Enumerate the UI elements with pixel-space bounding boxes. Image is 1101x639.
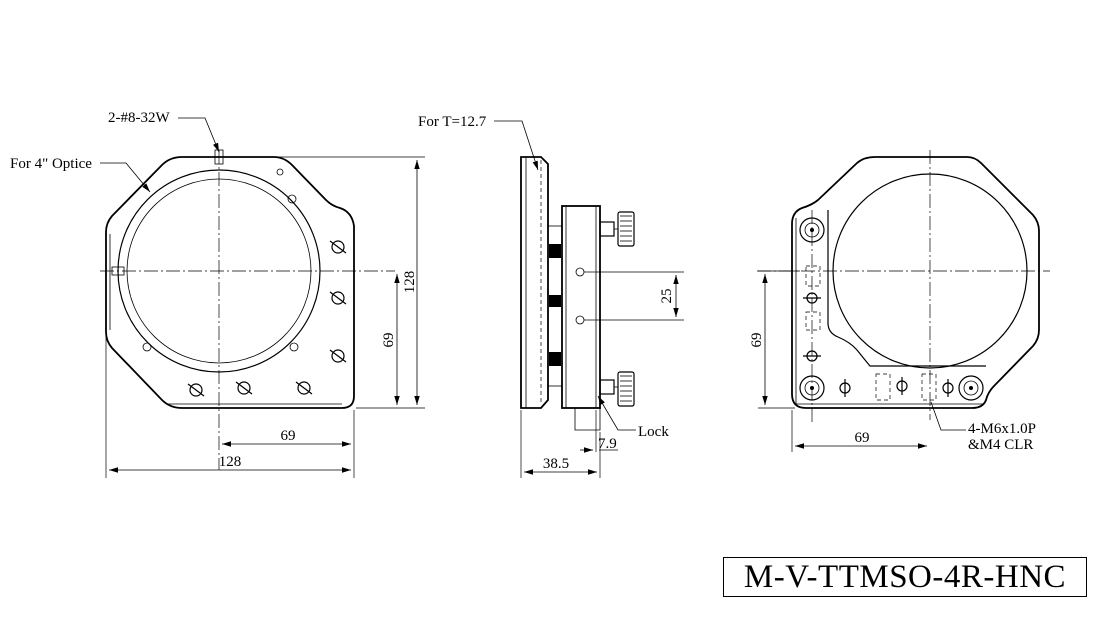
model-number: M-V-TTMSO-4R-HNC (743, 558, 1067, 595)
callout-mount-holes-line2: &M4 CLR (968, 437, 1033, 453)
side-dim-depth: 38.5 (543, 456, 569, 472)
model-number-box: M-V-TTMSO-4R-HNC (723, 557, 1087, 597)
front-adjuster-knobs-bottom (187, 381, 313, 397)
side-rear-plate (561, 205, 601, 409)
back-dim-center-height: 69 (749, 333, 765, 348)
callout-mount-holes-line1: 4-M6x1.0P (968, 421, 1036, 437)
front-view: 2-#8-32W For 4" Optice 128 69 69 128 (10, 110, 425, 478)
side-top-knob (617, 211, 635, 247)
front-dim-center-width: 69 (281, 428, 296, 444)
side-dim-adjuster-spacing: 25 (659, 289, 675, 304)
back-dim-center-width: 69 (855, 430, 870, 446)
front-dim-width: 128 (219, 454, 242, 470)
back-mount-outline (791, 156, 1040, 409)
front-dim-center-height: 69 (381, 333, 397, 348)
side-bottom-knob (617, 371, 635, 407)
callout-thickness: For T=12.7 (418, 114, 487, 130)
callout-tapped-hole: 2-#8-32W (108, 110, 170, 126)
side-dim-lock-offset: 7.9 (598, 436, 617, 452)
callout-optic: For 4" Optice (10, 156, 92, 172)
side-front-plate (520, 156, 549, 409)
front-dim-height: 128 (402, 271, 418, 294)
callout-lock: Lock (638, 424, 669, 440)
back-knobs (799, 217, 984, 401)
back-view: 69 69 4-M6x1.0P &M4 CLR (749, 150, 1050, 453)
front-adjuster-knobs-right (329, 240, 347, 363)
back-adjuster-screws (803, 292, 954, 397)
front-mount-outline (105, 156, 355, 409)
side-view: For T=12.7 Lock 25 7.9 38.5 (418, 114, 684, 478)
